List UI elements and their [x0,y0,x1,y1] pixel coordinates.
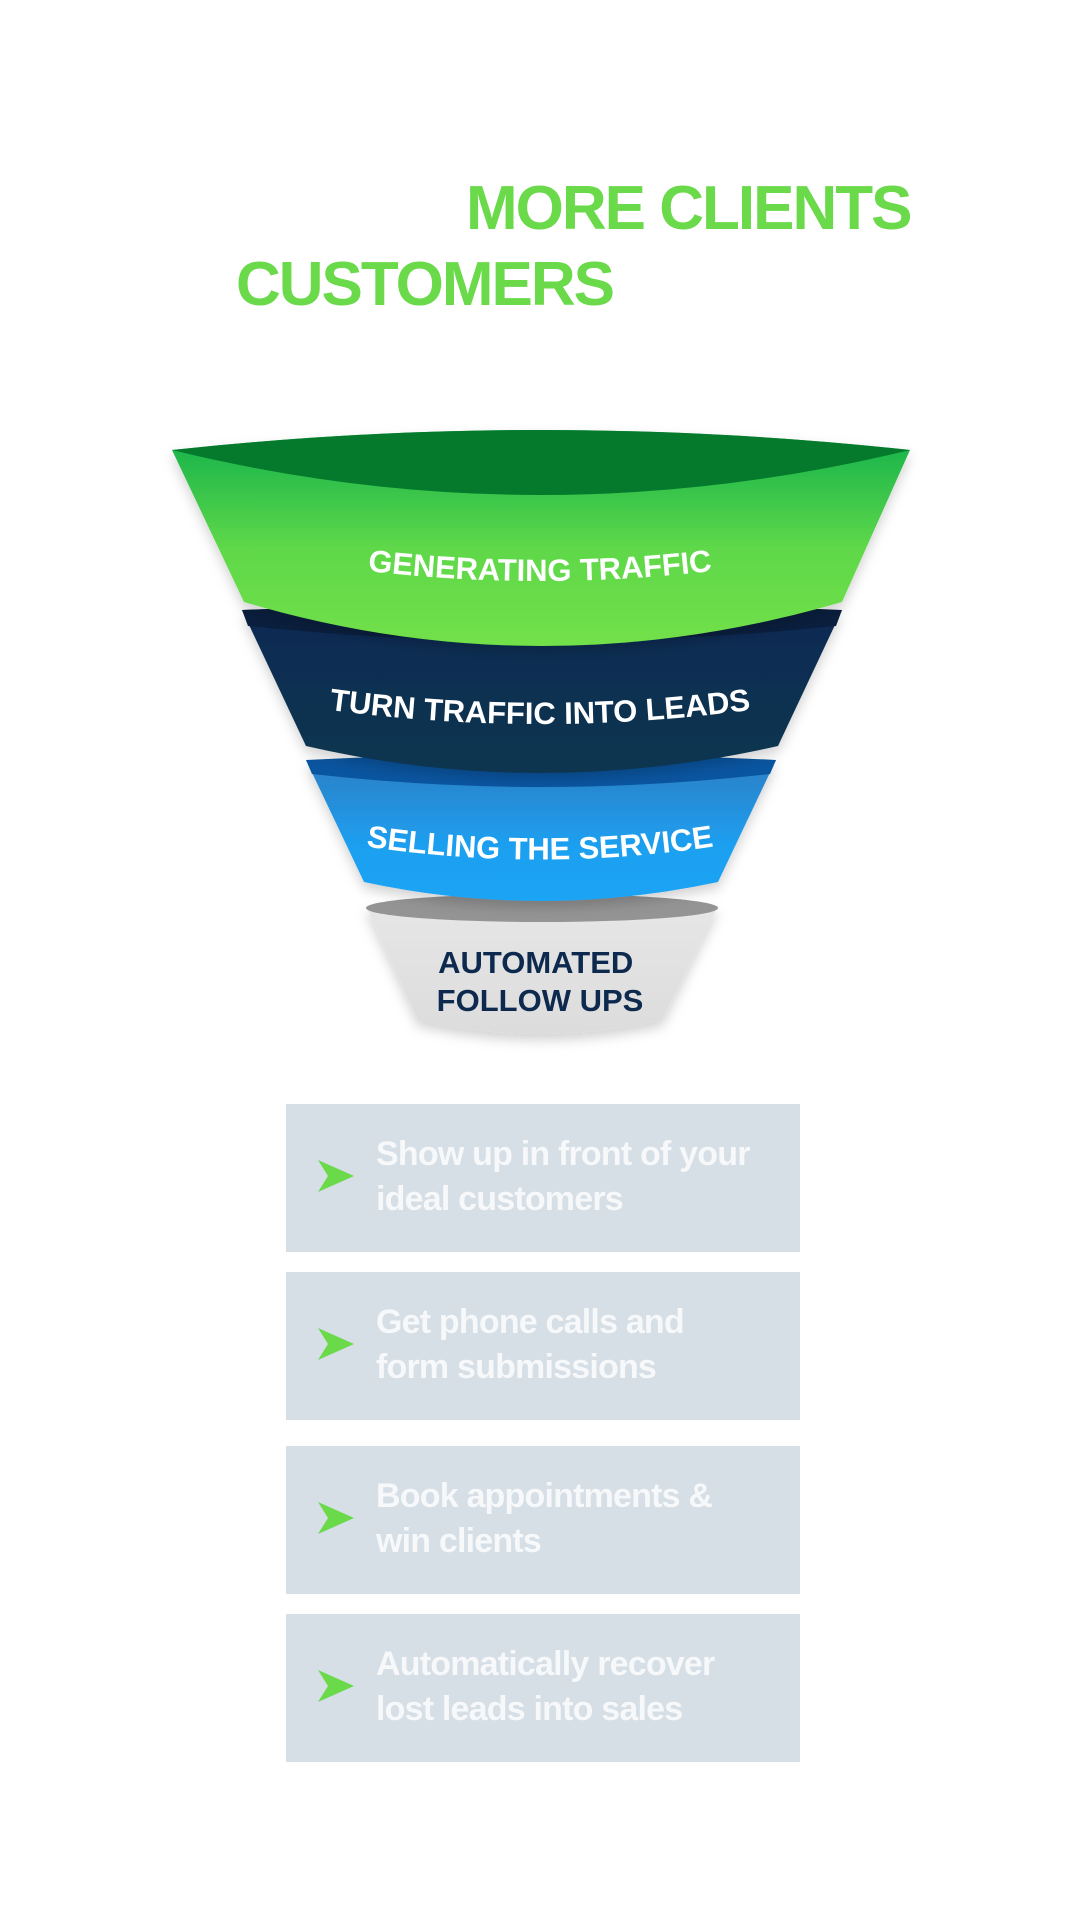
benefit-text-line-2: form submissions [376,1348,657,1386]
benefit-text: Automatically recover lost leads into sa… [376,1642,796,1732]
funnel-stage-turn-traffic-into-leads: TURN TRAFFIC INTO LEADS [242,603,842,773]
benefit-text-line-2: ideal customers [376,1180,624,1218]
funnel-stage-automated-follow-ups: AUTOMATED FOLLOW UPS [366,894,718,1034]
sales-funnel-diagram: AUTOMATED FOLLOW UPS SELLING THE SERVICE… [172,430,910,1034]
benefit-text-line-2: win clients [376,1522,542,1560]
chevron-right-arrow-icon [318,1328,354,1360]
benefit-text-line-1: Automatically recover [376,1645,715,1683]
benefit-text-line-2: lost leads into sales [376,1690,683,1728]
benefit-text: Get phone calls and form submissions [376,1300,796,1390]
headline-line-2: CUSTOMERS [236,250,615,319]
benefit-text-line-1: Book appointments & [376,1477,713,1515]
benefit-card-2: Get phone calls and form submissions [286,1272,800,1420]
benefit-card-3: Book appointments & win clients [286,1446,800,1594]
benefit-card-4: Automatically recover lost leads into sa… [286,1614,800,1762]
funnel-stage-generating-traffic: GENERATING TRAFFIC [172,430,910,646]
benefit-text-line-1: Show up in front of your [376,1135,750,1173]
benefit-text: Book appointments & win clients [376,1474,796,1564]
benefit-text: Show up in front of your ideal customers [376,1132,796,1222]
headline-line-1: MORE CLIENTS [466,174,912,243]
benefit-text-line-1: Get phone calls and [376,1303,685,1341]
chevron-right-arrow-icon [318,1670,354,1702]
benefit-card-1: Show up in front of your ideal customers [286,1104,800,1252]
funnel-stage-selling-the-service: SELLING THE SERVICE [306,754,776,901]
chevron-right-arrow-icon [318,1160,354,1192]
chevron-right-arrow-icon [318,1502,354,1534]
stage-4-label: AUTOMATED FOLLOW UPS [437,945,644,1018]
